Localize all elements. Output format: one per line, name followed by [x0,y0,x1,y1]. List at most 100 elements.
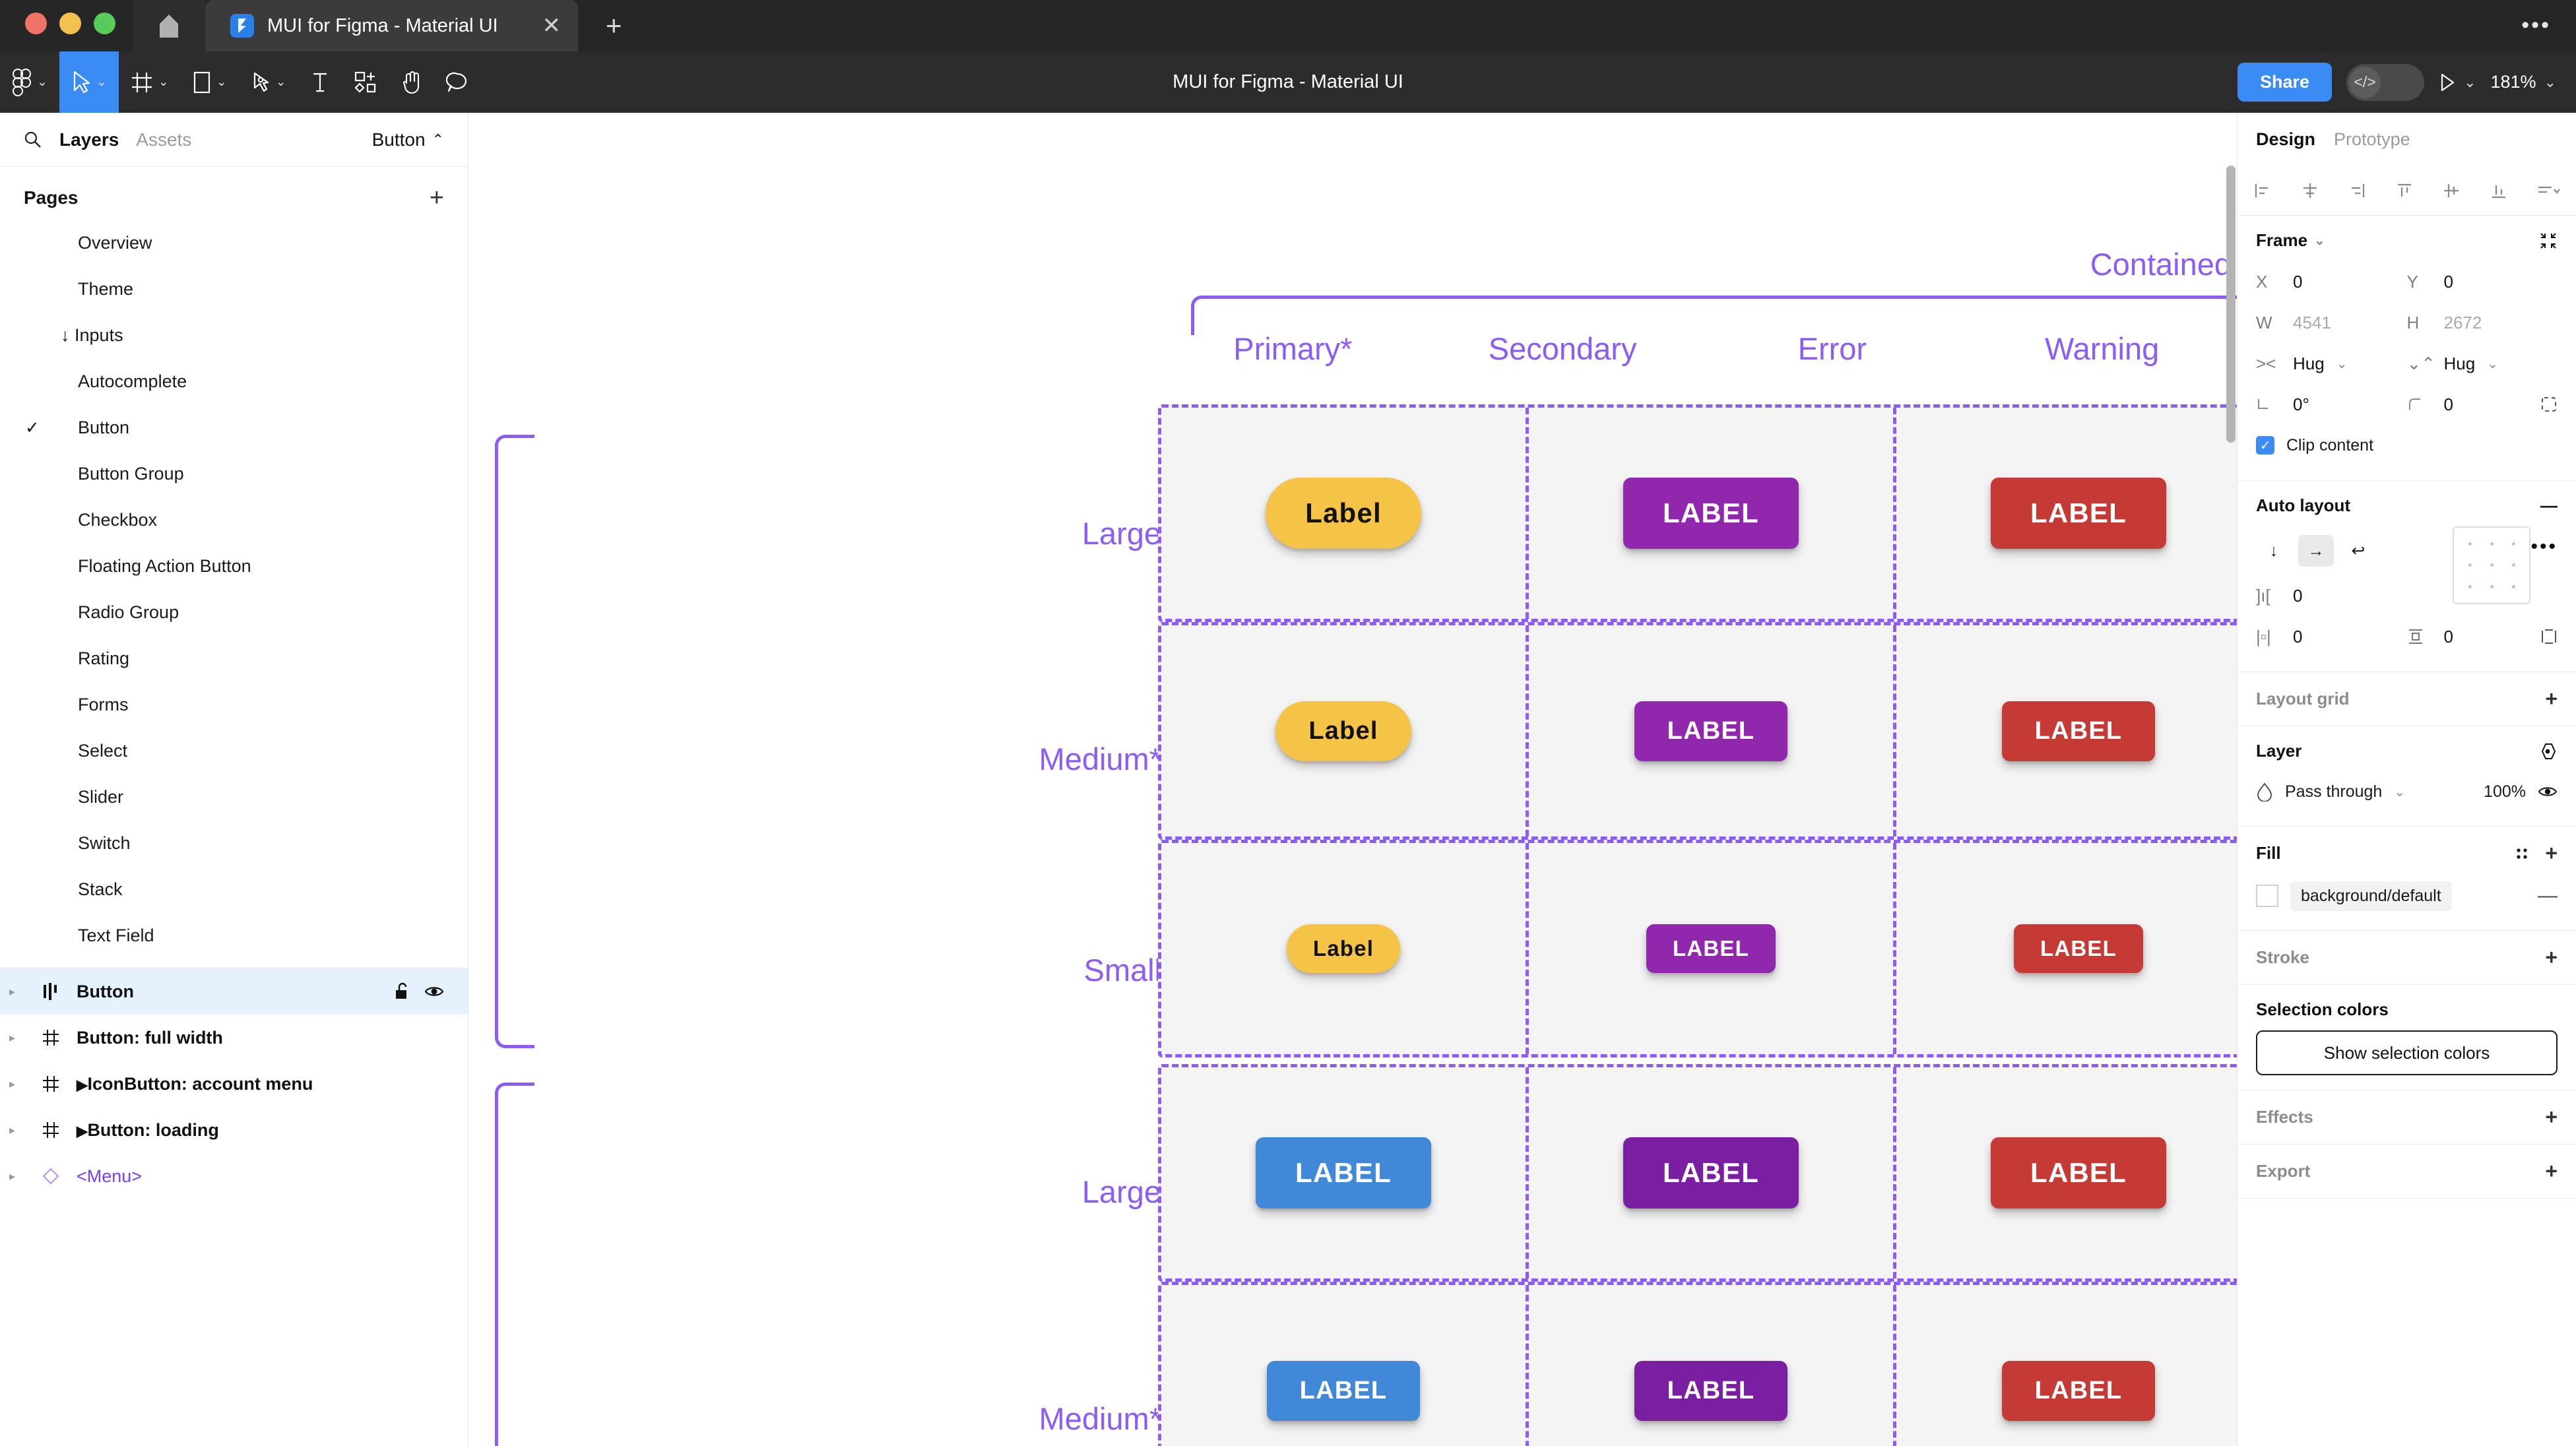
figma-canvas[interactable]: Contained Primary* Secondary Error Warni… [468,113,2237,1446]
mui-button[interactable]: LABEL [1623,478,1799,549]
visibility-icon[interactable] [424,984,444,999]
close-window-button[interactable] [25,13,47,34]
disclosure-triangle-icon[interactable]: ▸ [9,1077,16,1090]
search-icon[interactable] [24,131,42,149]
tab-prototype[interactable]: Prototype [2334,129,2410,149]
sidebar-group-inputs[interactable]: ↓ Inputs [0,312,468,358]
blend-mode-value[interactable]: Pass through [2285,782,2383,801]
close-tab-button[interactable]: ✕ [542,13,562,38]
collapse-frame-icon[interactable] [2539,232,2558,250]
chevron-down-icon[interactable]: ⌄ [2394,784,2406,800]
frame-hug-height-field[interactable]: ⌄⌃ Hug ⌄ [2407,343,2558,384]
sidebar-item-button-group[interactable]: Button Group [0,451,468,497]
add-fill-button[interactable]: + [2545,841,2558,865]
mui-button[interactable]: LABEL [1623,1137,1799,1209]
fill-token-name[interactable]: background/default [2290,881,2452,911]
new-tab-button[interactable]: + [606,10,622,41]
mui-button[interactable]: LABEL [1646,924,1776,973]
expand-arrow-icon[interactable]: ▶ [77,1122,88,1139]
maximize-window-button[interactable] [94,13,115,34]
frame-corner-radius-field[interactable]: 0 [2407,384,2558,425]
frame-rotation-field[interactable]: 0° [2256,384,2407,425]
layout-horizontal-icon[interactable]: → [2298,535,2334,567]
align-left-icon[interactable] [2253,181,2272,200]
minimize-window-button[interactable] [59,13,81,34]
align-cell[interactable] [2459,576,2481,598]
sidebar-item-theme[interactable]: Theme [0,266,468,312]
frame-hug-width-field[interactable]: >< Hug ⌄ [2256,343,2407,384]
add-layout-grid-button[interactable]: + [2545,687,2558,710]
remove-fill-button[interactable]: — [2538,885,2558,906]
layout-vertical-icon[interactable]: ↓ [2269,541,2278,560]
align-cell[interactable] [2503,555,2525,577]
align-vertical-center-icon[interactable] [2442,181,2461,200]
pen-tool-button[interactable]: ⌄ [239,51,298,113]
padding-vertical-field[interactable]: 0 [2407,616,2558,657]
shape-tool-button[interactable]: ⌄ [181,51,239,113]
mui-button[interactable]: LABEL [1256,1137,1431,1209]
distribute-menu-icon[interactable] [2536,181,2560,200]
align-cell[interactable] [2503,533,2525,555]
independent-corners-icon[interactable] [2540,396,2558,413]
chevron-down-icon[interactable]: ⌄ [2336,356,2348,371]
comment-tool-button[interactable] [434,51,480,113]
layer-settings-icon[interactable] [2538,742,2558,761]
fill-color-swatch[interactable] [2256,885,2278,907]
align-top-icon[interactable] [2395,181,2414,200]
disclosure-triangle-icon[interactable]: ▸ [9,1123,16,1137]
mui-button[interactable]: LABEL [2001,701,2156,761]
selected-component-menu[interactable]: Button ⌃ [372,129,444,150]
frame-y-field[interactable]: Y 0 [2407,261,2558,302]
sidebar-item-checkbox[interactable]: Checkbox [0,497,468,543]
sidebar-item-button[interactable]: ✓ Button [0,404,468,451]
frame-width-field[interactable]: W 4541 [2256,302,2407,343]
add-export-button[interactable]: + [2545,1159,2558,1183]
clip-content-row[interactable]: ✓ Clip content [2256,425,2558,466]
align-cell[interactable] [2481,576,2503,598]
tab-assets[interactable]: Assets [136,129,192,150]
move-tool-button[interactable]: ⌄ [59,51,119,113]
frame-x-field[interactable]: X 0 [2256,261,2407,302]
align-cell[interactable] [2459,555,2481,577]
tab-layers[interactable]: Layers [59,129,119,150]
layer-opacity-value[interactable]: 100% [2484,782,2526,801]
mui-button[interactable]: LABEL [2014,924,2143,973]
resources-button[interactable] [342,51,389,113]
expand-arrow-icon[interactable]: ▶ [77,1076,88,1093]
frame-tool-button[interactable]: ⌄ [119,51,181,113]
layer-row-button-full-width[interactable]: ▸ Button: full width [0,1015,468,1061]
disclosure-triangle-icon[interactable]: ▸ [9,1169,16,1183]
layer-row-button[interactable]: ▸ Button [0,968,468,1015]
sidebar-item-slider[interactable]: Slider [0,774,468,820]
auto-layout-spacing-field[interactable]: ]ı[ 0 [2256,575,2422,616]
mui-button[interactable]: LABEL [1634,701,1788,761]
independent-padding-icon[interactable] [2540,628,2558,645]
add-effect-button[interactable]: + [2545,1105,2558,1129]
add-page-button[interactable]: + [429,184,444,212]
sidebar-item-text-field[interactable]: Text Field [0,912,468,959]
sidebar-item-stack[interactable]: Stack [0,866,468,912]
remove-auto-layout-button[interactable]: — [2540,495,2558,515]
disclosure-triangle-icon[interactable]: ▸ [9,984,16,998]
zoom-control[interactable]: 181% ⌄ [2491,72,2557,92]
dev-mode-toggle[interactable]: </> [2346,63,2425,101]
add-stroke-button[interactable]: + [2545,945,2558,969]
hand-tool-button[interactable] [389,51,434,113]
chevron-down-icon[interactable]: ⌄ [2314,234,2325,248]
align-cell[interactable] [2481,533,2503,555]
sidebar-item-rating[interactable]: Rating [0,635,468,681]
browser-menu-button[interactable]: ••• [2521,13,2551,38]
layer-row-menu[interactable]: ▸ <Menu> [0,1153,468,1199]
padding-horizontal-field[interactable]: |▫| 0 [2256,616,2407,657]
layer-row-button-loading[interactable]: ▸ ▶ Button: loading [0,1107,468,1153]
align-horizontal-center-icon[interactable] [2301,181,2319,200]
share-button[interactable]: Share [2238,63,2333,102]
chevron-down-icon[interactable]: ⌄ [2487,356,2498,371]
sidebar-item-switch[interactable]: Switch [0,820,468,866]
mui-button[interactable]: Label [1266,478,1421,549]
mui-button[interactable]: Label [1286,924,1401,973]
layer-row-iconbutton-account-menu[interactable]: ▸ ▶ IconButton: account menu [0,1061,468,1107]
frame-height-field[interactable]: H 2672 [2407,302,2558,343]
show-selection-colors-button[interactable]: Show selection colors [2256,1030,2558,1075]
sidebar-item-overview[interactable]: Overview [0,220,468,266]
